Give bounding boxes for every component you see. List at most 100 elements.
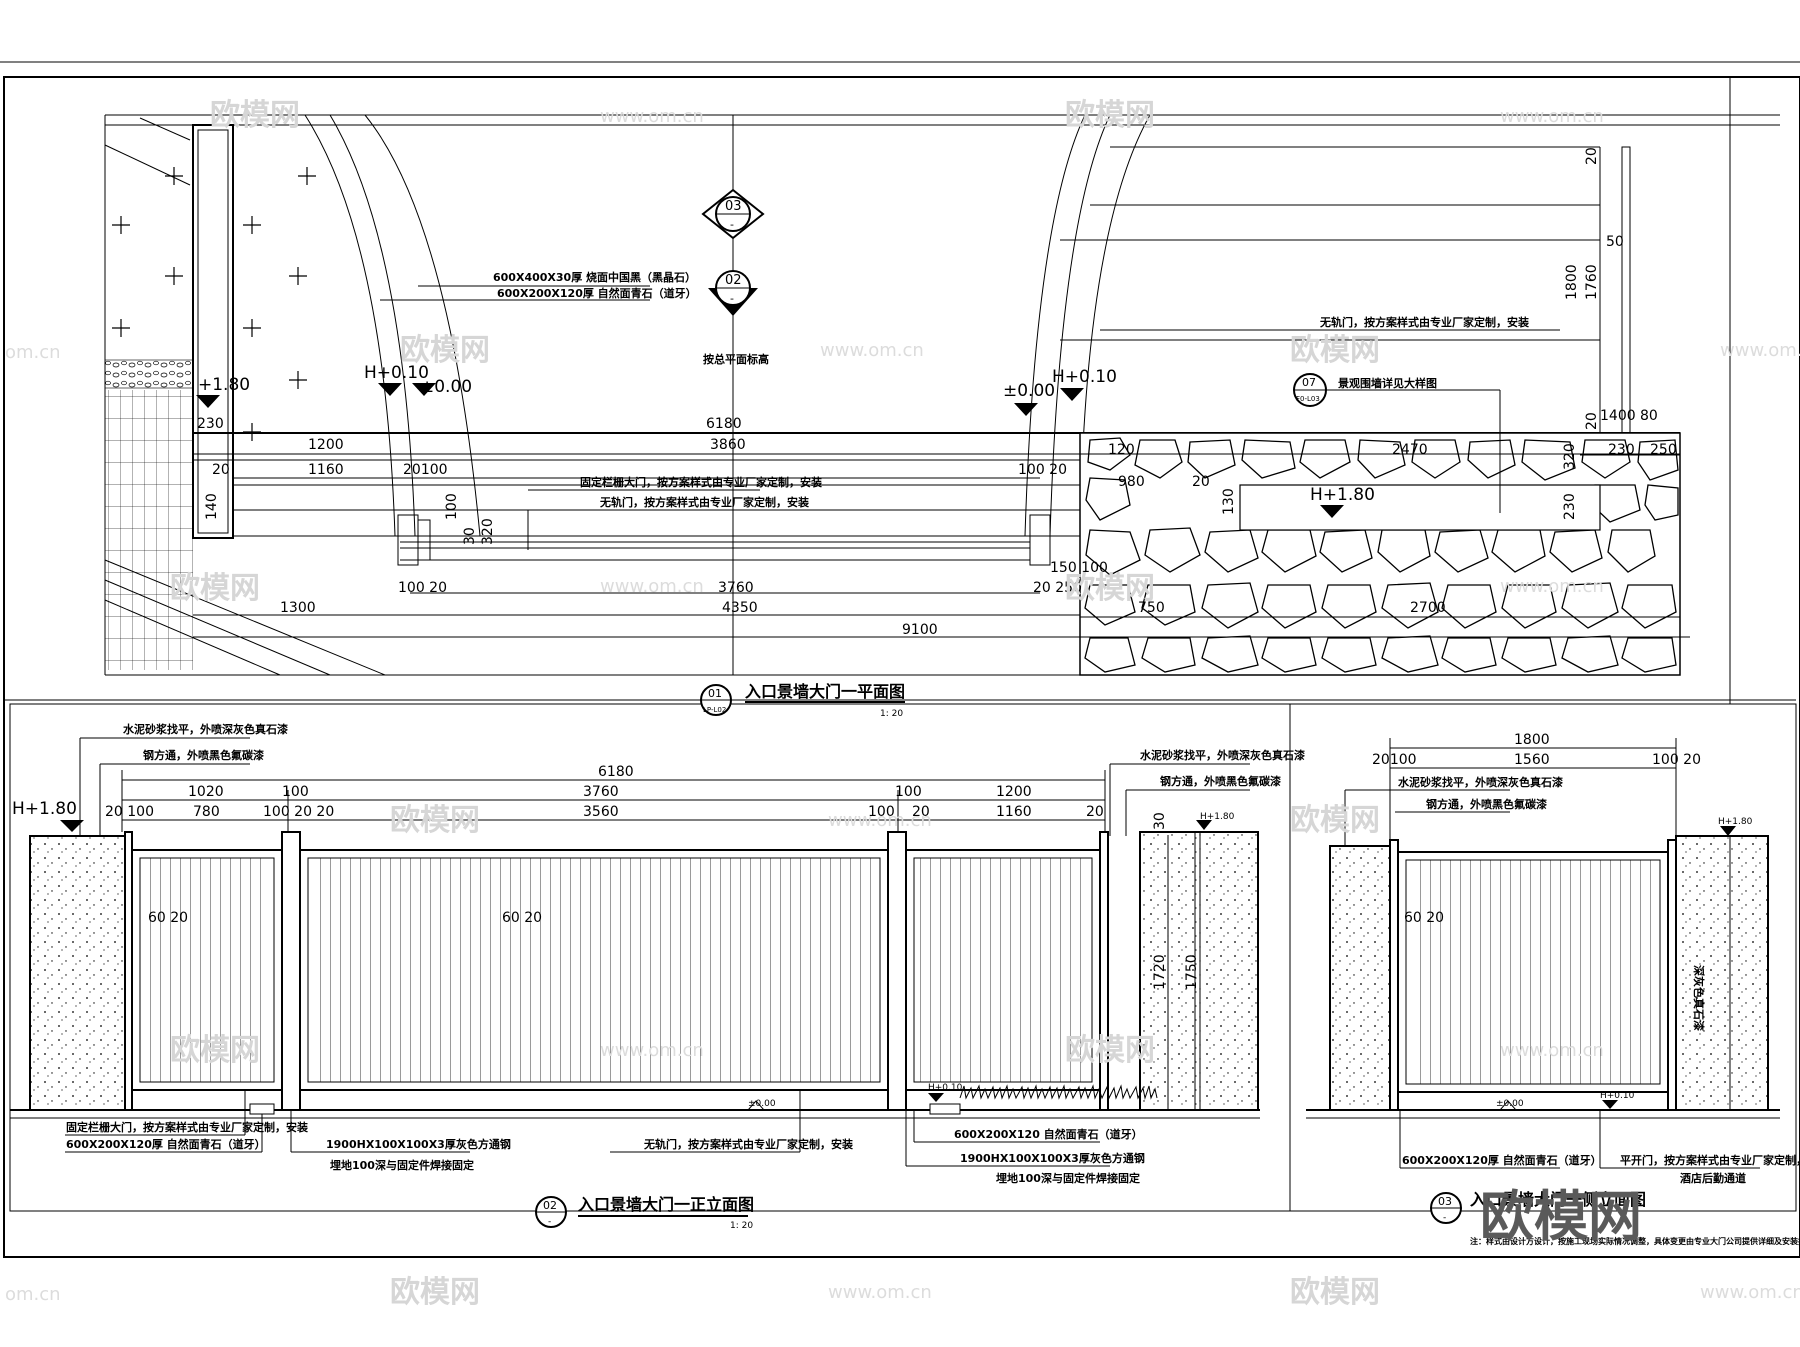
front-level-h180: H+1.80 — [12, 799, 77, 819]
side-note-swing-door: 平开门，按方案样式由专业厂家定制，安装 — [1620, 1153, 1800, 1167]
watermark-url-3: om.cn — [5, 342, 61, 363]
front-scale: 1: 20 — [730, 1221, 753, 1231]
front-note-post-fix: 埋地100深与固定件焊接固定 — [330, 1158, 474, 1172]
plan-note-by-plan: 按总平面标高 — [703, 352, 769, 366]
front-level-h010: H+0.10 — [928, 1083, 963, 1093]
front-dim-100b: 100 — [895, 784, 922, 800]
plan-title-block: 01 LP-L02 入口景墙大门一平面图 1: 20 — [700, 682, 905, 719]
front-dim-6180: 6180 — [598, 764, 634, 780]
front-dim-30: 30 — [1152, 812, 1168, 830]
plan-dim-130: 130 — [1221, 488, 1237, 515]
side-note-curb: 600X200X120厚 自然面青石（道牙） — [1402, 1153, 1602, 1167]
side-dim-20100: 20100 — [1372, 752, 1417, 768]
plan-dim-140: 140 — [204, 493, 220, 520]
plan-dim-1300: 1300 — [280, 600, 316, 616]
watermark-brand-8: 欧模网 — [1290, 803, 1380, 838]
watermark-brand-2: 欧模网 — [1065, 98, 1155, 133]
plan-dim-320: 320 — [1562, 443, 1578, 470]
callout-02-ref: - — [730, 292, 734, 305]
callout-03-num: 03 — [725, 199, 742, 214]
callout-02: 02 - — [708, 270, 758, 316]
plan-dim-120: 120 — [1108, 442, 1135, 458]
level-h180-left: +1.80 — [198, 375, 250, 395]
side-dim-60-20: 60 20 — [1404, 910, 1444, 926]
front-note-post-r: 1900HX100X100X3厚灰色方通钢 — [960, 1151, 1145, 1165]
front-dim-60-20a: 60 20 — [148, 910, 188, 926]
callout-02-num: 02 — [725, 273, 742, 288]
plan-dim-50: 50 — [1606, 234, 1624, 250]
front-note-steel-top-r: 钢方通，外喷黑色氟碳漆 — [1160, 774, 1281, 788]
front-note-post-fix-r: 埋地100深与固定件焊接固定 — [996, 1171, 1140, 1185]
side-elevation: 1800 20100 1560 100 20 60 20 H+1.80 ±0.0… — [1306, 732, 1800, 1246]
side-level-h010: H+0.10 — [1600, 1091, 1635, 1101]
front-dim-100c: 100 — [868, 804, 895, 820]
watermark-brand-11: 欧模网 — [390, 1275, 480, 1310]
plan-dim-20-250: 20 250 — [1033, 580, 1082, 596]
level-pm000-right: ±0.00 — [1003, 381, 1055, 401]
front-dim-1160: 1160 — [996, 804, 1032, 820]
front-level-pm000: ±0.00 — [748, 1099, 776, 1109]
front-dim-lines — [121, 770, 1201, 1110]
left-stairs — [104, 117, 386, 676]
plan-dim-2470: 2470 — [1392, 442, 1428, 458]
side-note-right-wall: 深灰色真石漆 — [1692, 965, 1706, 1031]
side-title-ref: - — [1443, 1213, 1446, 1223]
front-note-steel-top: 钢方通，外喷黑色氟碳漆 — [143, 748, 264, 762]
side-dim-100-20: 100 20 — [1652, 752, 1701, 768]
callout-07-ref: F0-L03 — [1296, 395, 1320, 403]
side-dim-lines — [1389, 738, 1677, 840]
side-level-pm000: ±0.00 — [1496, 1099, 1524, 1109]
watermark-brand-big: 欧模网 — [1480, 1185, 1642, 1248]
watermark-url-1: www.om.cn — [600, 106, 704, 127]
front-level-h180r: H+1.80 — [1200, 812, 1235, 822]
plan-dim-lines — [193, 432, 1690, 638]
watermark-brand-4: 欧模网 — [1290, 333, 1380, 368]
level-pm000-left: ±0.00 — [420, 377, 472, 397]
front-dim-1200: 1200 — [996, 784, 1032, 800]
watermark-url-12: www.om.cn — [828, 1282, 932, 1303]
front-dim-1720: 1720 — [1152, 954, 1168, 990]
grass — [959, 1084, 1158, 1100]
watermark-brand-5: 欧模网 — [170, 571, 260, 606]
plan-dim-30v: 30 — [462, 527, 478, 545]
level-h010-right: H+0.10 — [1052, 367, 1117, 387]
level-h010-left: H+0.10 — [364, 363, 429, 383]
plan-note-door-mid: 无轨门，按方案样式由专业厂家定制，安装 — [599, 495, 809, 509]
watermark-url-13: www.om.cn — [1700, 1282, 1800, 1303]
plan-dim-20a: 20 — [212, 462, 230, 478]
watermark-brand-7: 欧模网 — [390, 803, 480, 838]
plan-dim-150-100: 150 100 — [1050, 560, 1108, 576]
plan-note-door-right: 无轨门，按方案样式由专业厂家定制，安装 — [1319, 315, 1529, 329]
front-title-ref: - — [548, 1217, 551, 1227]
side-note-post-track: 酒店后勤通道 — [1680, 1171, 1746, 1185]
plan-dim-80: 80 — [1640, 408, 1658, 424]
front-title-num: 02 — [543, 1199, 557, 1212]
plan-dim-20c: 20 — [1584, 147, 1600, 165]
watermark-url-6: www.om.cn — [600, 576, 704, 597]
front-dim-20b: 20 — [1086, 804, 1104, 820]
watermark-url-4: www.om.cn — [820, 340, 924, 361]
watermark-brand-3: 欧模网 — [400, 333, 490, 368]
plan-title: 入口景墙大门一平面图 — [745, 682, 905, 701]
front-dim-20-100: 20 100 — [105, 804, 154, 820]
front-title: 入口景墙大门一正立面图 — [578, 1195, 754, 1214]
front-note-fixed-gate: 固定栏栅大门，按方案样式由专业厂家定制，安装 — [66, 1120, 308, 1134]
plan-dim-1800: 1800 — [1564, 264, 1580, 300]
plan-dim-100-20b: 100 20 — [398, 580, 447, 596]
plan-scale: 1: 20 — [880, 709, 903, 719]
front-dim-1750: 1750 — [1184, 954, 1200, 990]
side-dim-1560: 1560 — [1514, 752, 1550, 768]
plan-dim-250: 250 — [1650, 442, 1677, 458]
callout-03-ref: - — [730, 218, 734, 231]
side-title: 入口景墙大门一侧立面图 — [1470, 1190, 1646, 1209]
front-dim-60-20b: 60 20 — [502, 910, 542, 926]
front-note-cement-top: 水泥砂浆找平，外喷深灰色真石漆 — [123, 722, 288, 736]
front-note-post: 1900HX100X100X3厚灰色方通钢 — [326, 1137, 511, 1151]
side-note-cement-top: 水泥砂浆找平，外喷深灰色真石漆 — [1398, 775, 1563, 789]
plan-dim-2700: 2700 — [1410, 600, 1446, 616]
plan-note-stone2: 600X200X120厚 自然面青石（道牙） — [497, 286, 697, 300]
watermark-url-2: www.om.cn — [1500, 106, 1604, 127]
plan-dim-6180: 6180 — [706, 416, 742, 432]
plan-dim-20d: 20 — [1584, 412, 1600, 430]
